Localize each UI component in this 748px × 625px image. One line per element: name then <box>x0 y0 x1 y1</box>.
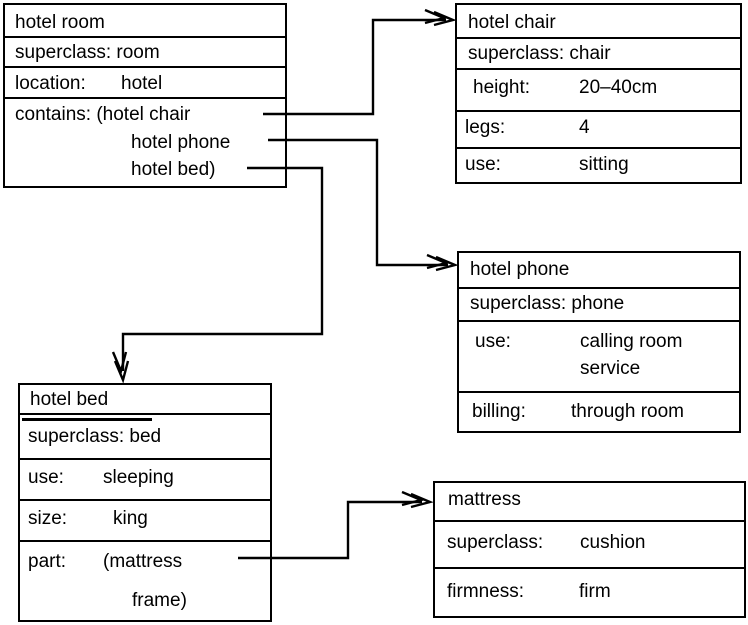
row-divider <box>457 68 740 70</box>
connector-room-to-chair <box>263 8 457 116</box>
row-divider <box>20 458 270 460</box>
hotel-chair-use-label: use: <box>465 154 501 175</box>
hotel-chair-height-value: 20–40cm <box>579 77 658 98</box>
frame-mattress: mattress superclass: cushion firmness: f… <box>433 481 746 618</box>
frame-hotel-room: hotel room superclass: room location: ho… <box>3 3 287 188</box>
arrowhead-icon <box>113 360 130 384</box>
hotel-bed-size-label: size: <box>28 508 68 529</box>
hotel-room-title: hotel room <box>15 12 105 33</box>
mattress-firmness-value: firm <box>579 581 611 602</box>
mattress-firmness-label: firmness: <box>447 581 525 602</box>
hotel-room-contains-line2: hotel phone <box>131 132 231 153</box>
hotel-phone-use-value-line2: service <box>580 358 641 379</box>
hotel-bed-title-underline <box>22 418 152 421</box>
hotel-room-contains-line3: hotel bed) <box>131 159 216 180</box>
row-divider <box>5 97 285 99</box>
arrowhead-icon <box>433 10 457 27</box>
frame-hotel-phone: hotel phone superclass: phone use: calli… <box>457 251 741 433</box>
hotel-chair-use-value: sitting <box>579 154 629 175</box>
hotel-phone-use-value-line1: calling room <box>580 331 683 352</box>
hotel-chair-legs-value: 4 <box>579 117 590 138</box>
connector-room-to-bed <box>111 166 324 384</box>
arrowhead-icon <box>426 253 450 270</box>
hotel-bed-part-value-line1: (mattress <box>103 551 183 572</box>
row-divider <box>459 391 739 393</box>
hotel-bed-superclass: superclass: bed <box>28 426 162 447</box>
row-divider <box>457 37 740 39</box>
hotel-phone-title: hotel phone <box>470 259 570 280</box>
hotel-bed-size-value: king <box>113 508 148 529</box>
row-divider <box>457 147 740 149</box>
hotel-room-superclass: superclass: room <box>15 42 160 63</box>
connector-room-to-phone <box>268 138 459 272</box>
hotel-chair-superclass: superclass: chair <box>468 43 611 64</box>
row-divider <box>435 567 744 569</box>
frame-hotel-chair: hotel chair superclass: chair height: 20… <box>455 3 742 184</box>
arrowhead-icon <box>410 492 434 509</box>
row-divider <box>459 287 739 289</box>
hotel-phone-superclass: superclass: phone <box>470 293 625 314</box>
arrowhead-icon <box>424 8 448 25</box>
hotel-room-location-label: location: <box>15 73 86 94</box>
hotel-bed-part-label: part: <box>28 551 67 572</box>
row-divider <box>459 320 739 322</box>
hotel-phone-use-label: use: <box>475 331 511 352</box>
row-divider <box>435 520 744 522</box>
mattress-title: mattress <box>448 489 521 510</box>
hotel-phone-billing-value: through room <box>571 401 685 422</box>
arrowhead-icon <box>401 490 425 507</box>
hotel-bed-title: hotel bed <box>30 389 109 410</box>
hotel-bed-use-label: use: <box>28 467 64 488</box>
arrowhead-icon <box>435 255 459 272</box>
hotel-phone-billing-label: billing: <box>472 401 526 422</box>
row-divider <box>5 66 285 68</box>
hotel-room-location-value: hotel <box>121 73 163 94</box>
hotel-chair-legs-label: legs: <box>465 117 506 138</box>
row-divider <box>20 413 270 415</box>
hotel-chair-title: hotel chair <box>468 12 556 33</box>
hotel-bed-use-value: sleeping <box>103 467 174 488</box>
hotel-room-contains-line1: contains: (hotel chair <box>15 104 191 125</box>
row-divider <box>5 36 285 38</box>
row-divider <box>457 110 740 112</box>
hotel-bed-part-value-line2: frame) <box>132 590 187 611</box>
mattress-superclass-label: superclass: <box>447 532 544 553</box>
mattress-superclass-value: cushion <box>580 532 646 553</box>
arrowhead-icon <box>111 351 128 375</box>
frame-hotel-bed: hotel bed superclass: bed use: sleeping … <box>18 383 272 622</box>
row-divider <box>20 540 270 542</box>
hotel-chair-height-label: height: <box>473 77 531 98</box>
row-divider <box>20 499 270 501</box>
